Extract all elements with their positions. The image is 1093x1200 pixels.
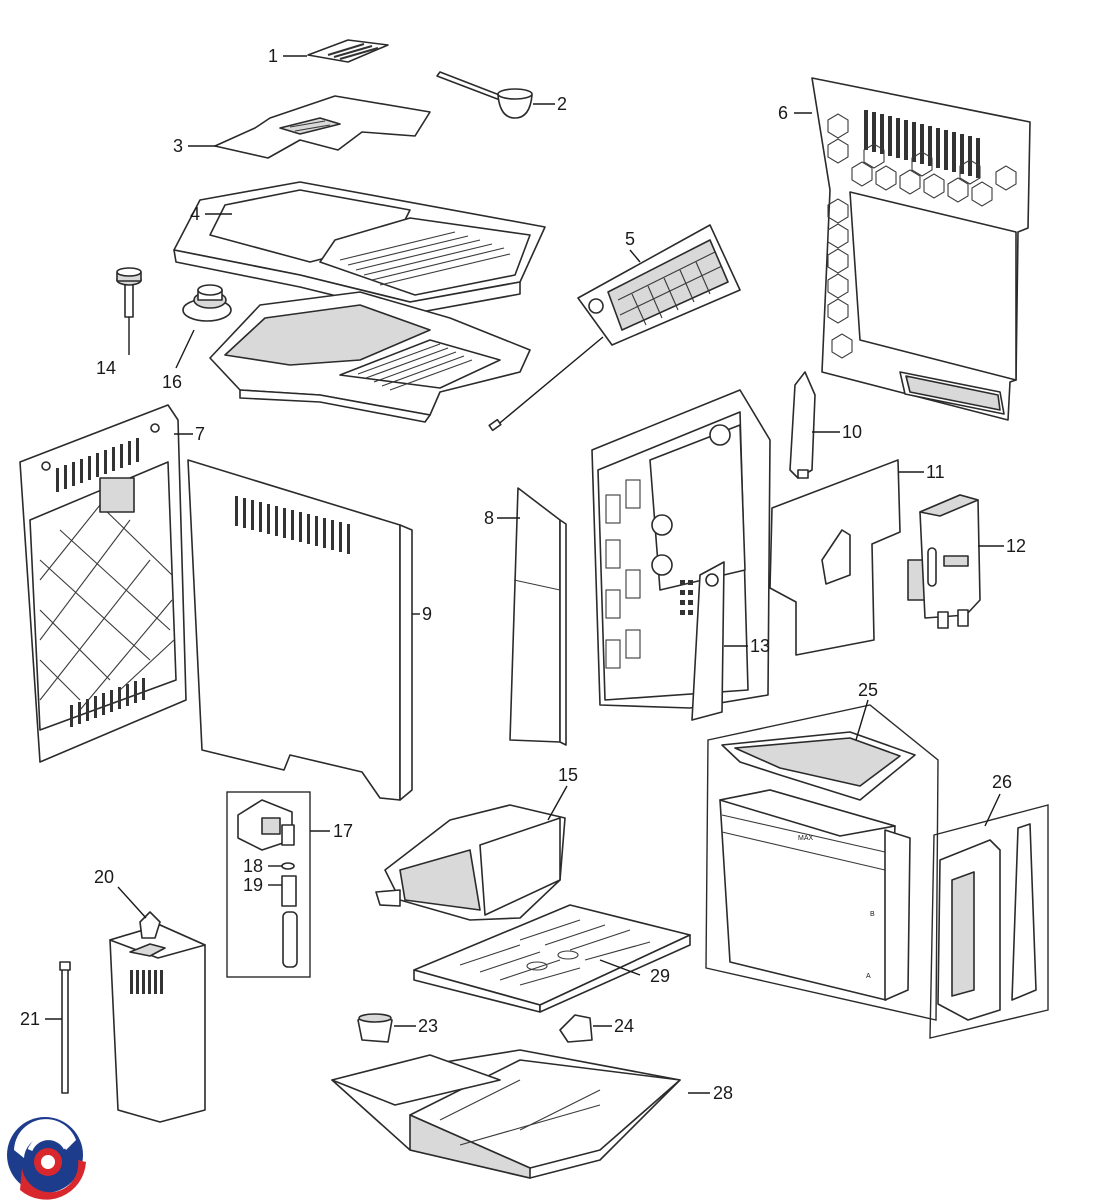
part-6-back-frame xyxy=(811,77,1031,421)
callout-29: 29 xyxy=(650,966,670,986)
level-a-marking: A xyxy=(866,973,871,980)
callout-18: 18 xyxy=(243,856,263,876)
callout-26: 26 xyxy=(992,772,1012,792)
part-17-nozzle-assembly xyxy=(226,791,311,978)
part-28-drip-tray-base xyxy=(331,1049,681,1179)
callout-7: 7 xyxy=(195,424,205,444)
callout-8: 8 xyxy=(484,508,494,528)
part-10-bracket xyxy=(789,371,816,479)
part-7-left-side-panel xyxy=(19,404,187,763)
part-2-measuring-scoop xyxy=(436,71,533,119)
callout-17: 17 xyxy=(333,821,353,841)
max-marking: MAX xyxy=(798,835,814,842)
callout-19: 19 xyxy=(243,875,263,895)
callout-28: 28 xyxy=(713,1083,733,1103)
part-8-front-panel xyxy=(509,487,567,746)
callout-23: 23 xyxy=(418,1016,438,1036)
callout-5: 5 xyxy=(625,229,635,249)
part-14-adjustment-knob xyxy=(116,267,142,318)
leader-lines xyxy=(45,55,1004,1094)
part-4-top-frame xyxy=(173,181,546,315)
part-29-drip-tray-grid xyxy=(413,904,691,1013)
part-11-insulation-sheet xyxy=(769,459,901,656)
callout-13: 13 xyxy=(750,636,770,656)
callout-20: 20 xyxy=(94,867,114,887)
callout-24: 24 xyxy=(614,1016,634,1036)
callout-2: 2 xyxy=(557,94,567,114)
callout-3: 3 xyxy=(173,136,183,156)
part-1-grille-cover xyxy=(307,39,389,63)
callout-9: 9 xyxy=(422,604,432,624)
part-24-cap xyxy=(559,1014,593,1043)
part-18-o-ring xyxy=(281,862,295,870)
part-9-side-panel xyxy=(187,459,413,801)
part-26-tank-side xyxy=(929,804,1049,1039)
callout-16: 16 xyxy=(162,372,182,392)
brand-logo xyxy=(7,1117,86,1200)
callout-15: 15 xyxy=(558,765,578,785)
callout-25: 25 xyxy=(858,680,878,700)
callout-14: 14 xyxy=(96,358,116,378)
main-chassis xyxy=(591,389,771,709)
part-5-control-panel xyxy=(488,224,741,432)
callout-11: 11 xyxy=(926,462,945,482)
level-b-marking: B xyxy=(870,911,875,918)
part-19-nozzle-tube xyxy=(281,875,298,968)
callout-labels: 1 2 3 4 5 6 7 8 9 10 11 12 13 14 16 15 1… xyxy=(20,46,1026,1103)
callout-21: 21 xyxy=(20,1009,40,1029)
part-13-front-plate xyxy=(691,561,725,721)
callout-1: 1 xyxy=(268,46,278,66)
part-20-water-filter xyxy=(109,911,206,1123)
part-12-milk-connector xyxy=(907,494,981,629)
callout-6: 6 xyxy=(778,103,788,123)
callout-4: 4 xyxy=(190,204,200,224)
part-23-cup xyxy=(357,1013,393,1043)
callout-10: 10 xyxy=(842,422,862,442)
part-21-water-pipe xyxy=(59,961,71,1094)
part-15-grounds-container xyxy=(375,804,566,921)
part-3-top-lid xyxy=(214,95,431,159)
upper-body-assembly xyxy=(209,291,531,423)
callout-12: 12 xyxy=(1006,536,1026,556)
part-25-water-tank: MAX B A xyxy=(705,704,939,1021)
part-16-valve-cap xyxy=(182,284,232,322)
